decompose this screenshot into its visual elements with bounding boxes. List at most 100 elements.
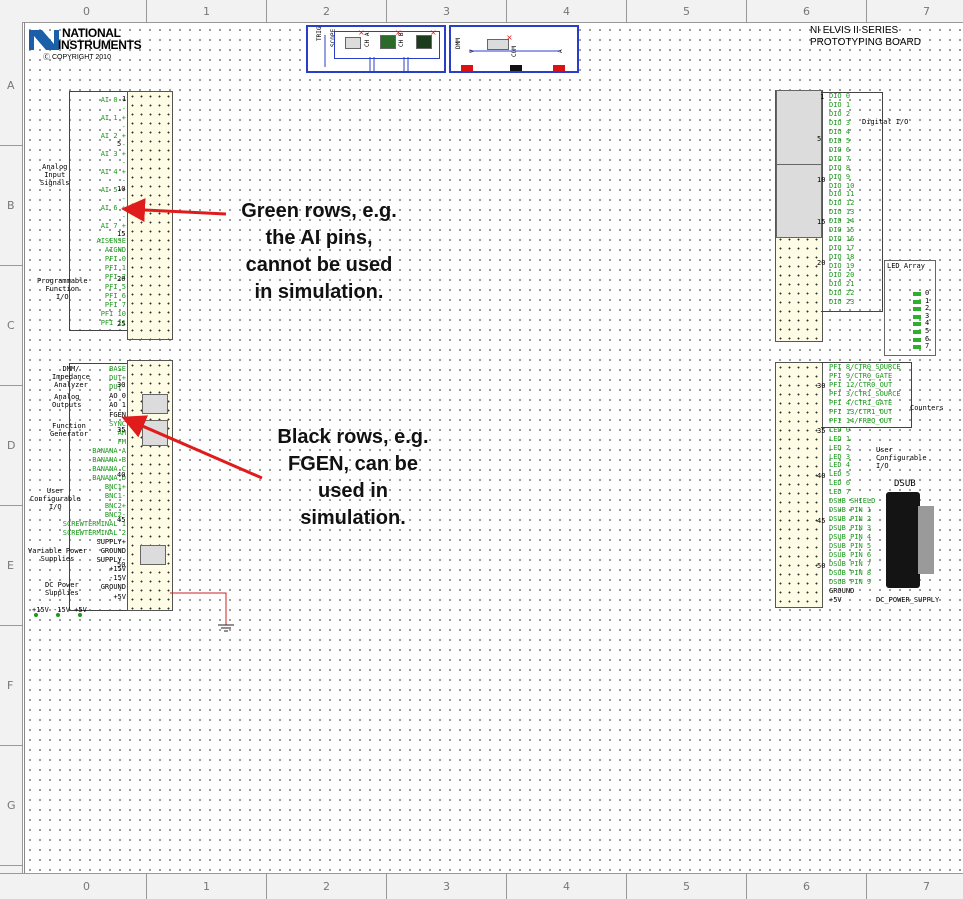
copyright-text: COPYRIGHT 2010: [51, 54, 111, 61]
row-number: 10: [817, 176, 826, 184]
pin-label: DIO 2: [829, 109, 851, 118]
pin-label: PFI 7: [104, 300, 126, 309]
ruler-col-label-bottom: 7: [923, 880, 930, 893]
pin-label: SUPPLY-: [96, 556, 126, 565]
ruler-row-divider: [0, 385, 22, 386]
scope-graph-icon[interactable]: [380, 35, 396, 49]
pin-label: DIO 4: [829, 127, 851, 136]
top-ruler: [0, 0, 963, 23]
dmm-label: DMM/ Impedance Analyzer: [52, 365, 90, 389]
pin-label: DSUB PIN 9: [829, 577, 872, 586]
pin-label: AIGND: [104, 246, 126, 255]
led-segment: [913, 337, 921, 342]
copyright-icon: Ⓒ: [43, 54, 50, 61]
pin-label: BASE: [109, 365, 126, 373]
vps-instrument-icon[interactable]: [140, 545, 166, 565]
pin-label: DIO 3: [829, 118, 851, 127]
programmable-function-label: Programmable Function I/O: [37, 277, 88, 301]
ruler-row-label: B: [7, 199, 15, 212]
dsub-connector[interactable]: DSUB: [878, 480, 934, 594]
pin-label: BNC1-: [104, 492, 126, 501]
ruler-col-label: 7: [923, 5, 930, 18]
pin-label: DSUB PIN 7: [829, 559, 872, 568]
ruler-row-divider: [0, 745, 22, 746]
svg-text:×: ×: [358, 28, 365, 37]
pin-label: DSUB PIN 1: [829, 506, 872, 515]
led-array-box: [884, 260, 936, 356]
pin-label: DIO 0: [829, 92, 851, 100]
pin-label: DIO 9: [829, 172, 851, 181]
pin-label: LED 3: [829, 452, 851, 461]
analog-outputs-label: Analog Outputs: [52, 393, 82, 409]
pin-label: SYNC: [109, 419, 126, 428]
scope-display-icon[interactable]: [416, 35, 432, 49]
led-array-label: LED Array: [887, 262, 925, 270]
ruler-row-divider: [0, 265, 22, 266]
pin-label: AI 7 +: [100, 222, 126, 230]
ruler-col-divider: [386, 0, 387, 22]
dmm-instrument-box[interactable]: DMM V COM A ×: [449, 25, 579, 73]
pin-label: DIO 17: [829, 244, 855, 253]
pin-label: -: [121, 141, 126, 149]
fgen-instrument-icon[interactable]: [142, 420, 168, 446]
ruler-col-label-bottom: 0: [83, 880, 90, 893]
function-generator-label: Function Generator: [50, 422, 88, 438]
scope-meter-icon[interactable]: [345, 37, 361, 49]
scope-inner-box: [334, 31, 440, 59]
right-uc-label: User Configurable I/O: [876, 446, 927, 470]
pin-label: DIO 23: [829, 297, 855, 306]
ruler-col-divider-bottom: [506, 873, 507, 899]
row-number: 20: [817, 259, 826, 267]
ruler-col-divider-bottom: [626, 873, 627, 899]
pin-label: DIO 8: [829, 163, 851, 172]
ruler-col-divider: [266, 0, 267, 22]
pin-label: GROUND: [100, 583, 126, 592]
ruler-col-divider: [746, 0, 747, 22]
right-bottom-breadboard: [775, 362, 823, 608]
pin-label: AI 2 +: [100, 132, 126, 140]
pin-label: PFI 1: [104, 264, 126, 273]
right-bottom-label-frame: [821, 362, 912, 428]
ruler-col-divider-bottom: [866, 873, 867, 899]
led-number: 4: [925, 319, 930, 328]
scope-instrument-box[interactable]: TRIG SCOPE CH A CH B × × ×: [306, 25, 446, 73]
pin-label: PFI 5: [104, 282, 126, 291]
ruler-col-divider-bottom: [266, 873, 267, 899]
pin-label: DIO 21: [829, 279, 855, 288]
black-rows-annotation: Black rows, e.g. FGEN, can be used in si…: [277, 426, 429, 529]
digital-io-label: Digital I/O: [862, 118, 909, 126]
pin-label: AO 0: [109, 392, 126, 401]
pin-label: FM: [117, 437, 126, 446]
led-number: 0: [925, 289, 930, 297]
ruler-row-label: E: [7, 559, 14, 572]
pin-label: -: [121, 195, 126, 203]
pin-label: -: [121, 231, 126, 239]
ruler-col-label-bottom: 4: [563, 880, 570, 893]
ruler-col-divider-bottom: [146, 873, 147, 899]
dio-writer-icon[interactable]: [776, 90, 822, 166]
pin-label: LED 7: [829, 488, 851, 497]
svg-text:×: ×: [430, 28, 437, 37]
power-connector-marks: [34, 613, 82, 617]
pin-label: DIO 13: [829, 208, 855, 217]
row-number: 1: [122, 95, 127, 103]
ruler-col-label-bottom: 5: [683, 880, 690, 893]
pin-label: DUT-: [109, 383, 126, 392]
ruler-col-label: 4: [563, 5, 570, 18]
ruler-col-label: 3: [443, 5, 450, 18]
dmm-meter-icon[interactable]: [487, 39, 509, 50]
pin-label: SUPPLY+: [96, 537, 126, 546]
ruler-row-label: D: [7, 439, 16, 452]
svg-text:×: ×: [395, 28, 402, 37]
pin-label: BANANA B: [92, 456, 126, 464]
dio-reader-icon[interactable]: [776, 164, 822, 238]
ruler-col-label: 6: [803, 5, 810, 18]
pin-label: SCREWTERMINAL 2: [62, 528, 126, 537]
ruler-col-divider: [626, 0, 627, 22]
left-top-breadboard: [127, 91, 173, 340]
pin-label: PFI 3/CTR1_SOURCE: [829, 389, 901, 398]
pin-label: -15V: [109, 574, 126, 583]
ao-instrument-icon[interactable]: [142, 394, 168, 414]
pin-label: DIO 6: [829, 145, 851, 154]
